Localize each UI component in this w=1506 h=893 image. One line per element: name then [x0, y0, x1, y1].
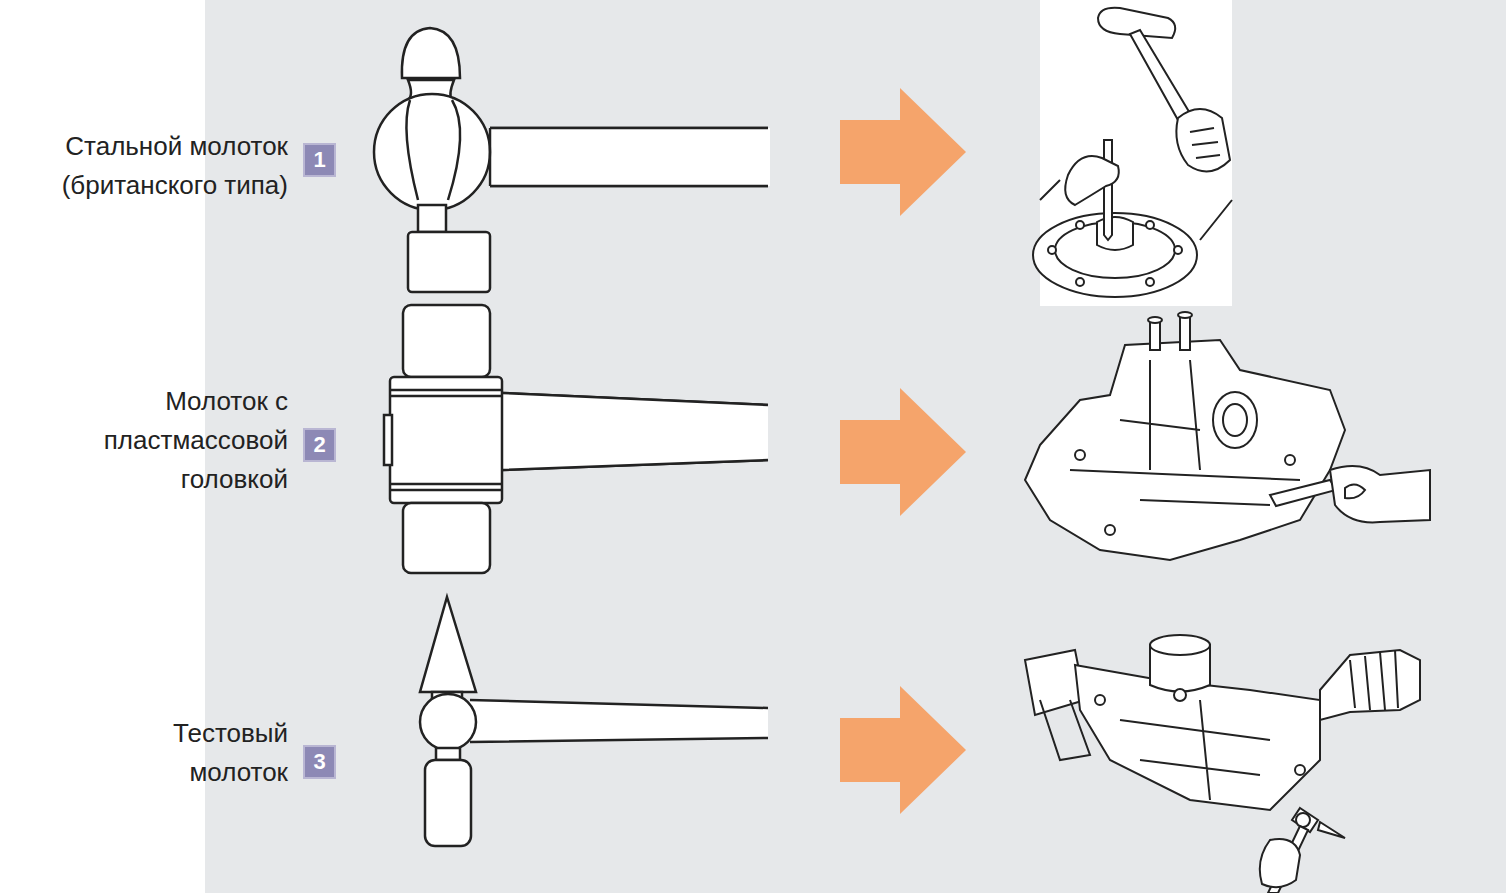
- callout-number: 1: [313, 147, 325, 173]
- gearbox-illustration: [1025, 312, 1430, 560]
- plastic-hammer: [384, 305, 768, 573]
- callout-number: 2: [313, 432, 325, 458]
- callout-number-box: 2: [303, 428, 336, 462]
- punch-illustration: [1033, 0, 1232, 306]
- background-panel: [205, 0, 1506, 893]
- tool-name: Молоток с пластмассовой головкой: [0, 382, 288, 499]
- tool-name: Тестовый молоток: [128, 714, 288, 792]
- test-hammer: [420, 597, 768, 846]
- callout-number-box: 3: [303, 745, 336, 779]
- tool-name: Стальной молоток (британского типа): [0, 127, 288, 205]
- orange-arrows: [840, 88, 966, 814]
- differential-illustration: [1025, 635, 1420, 893]
- callout-number-box: 1: [303, 143, 336, 177]
- steel-hammer: [374, 28, 770, 292]
- callout-number: 3: [313, 749, 325, 775]
